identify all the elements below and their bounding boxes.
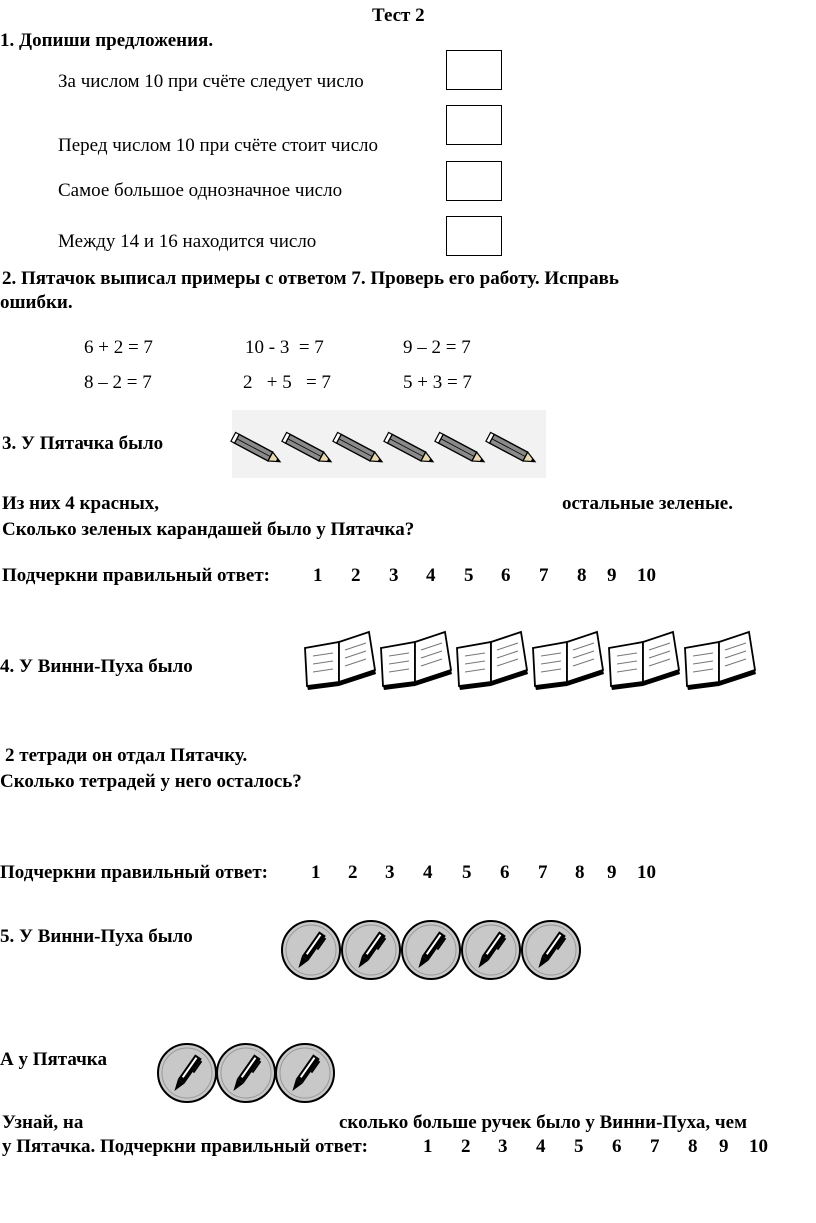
task3-answer-label: Подчеркни правильный ответ:	[2, 565, 270, 586]
pencil-icon	[485, 431, 537, 463]
answer-option-3[interactable]: 3	[389, 565, 399, 586]
answer-option-1[interactable]: 1	[423, 1136, 433, 1157]
answer-option-1[interactable]: 1	[313, 565, 323, 586]
task5-line2: у Пятачка. Подчеркни правильный ответ:	[2, 1136, 368, 1157]
task5-piglet-label: А у Пятачка	[0, 1049, 107, 1070]
pencil-icon	[434, 431, 486, 463]
task2-heading-cont: ошибки.	[0, 292, 73, 313]
open-notebook-icon	[532, 630, 605, 690]
task1-heading: 1. Допиши предложения.	[0, 30, 214, 51]
answer-box-2[interactable]	[446, 105, 502, 145]
example: 9 – 2 = 7	[403, 337, 471, 358]
task3-line-right: остальные зеленые.	[562, 493, 733, 514]
open-notebook-icon	[380, 630, 453, 690]
answer-option-9[interactable]: 9	[719, 1136, 729, 1157]
answer-option-8[interactable]: 8	[575, 862, 585, 883]
answer-option-5[interactable]: 5	[462, 862, 472, 883]
task1-sentence: За числом 10 при счёте следует число	[58, 71, 364, 92]
answer-option-4[interactable]: 4	[423, 862, 433, 883]
pencil-icon	[332, 431, 384, 463]
answer-option-10[interactable]: 10	[637, 862, 656, 883]
answer-option-7[interactable]: 7	[650, 1136, 660, 1157]
example: 6 + 2 = 7	[84, 337, 153, 358]
pencil-icon	[230, 431, 282, 463]
answer-option-2[interactable]: 2	[348, 862, 358, 883]
pen-coin-icon	[216, 1043, 276, 1103]
answer-option-6[interactable]: 6	[612, 1136, 622, 1157]
task3-heading: 3. У Пятачка было	[2, 433, 164, 454]
answer-option-7[interactable]: 7	[539, 565, 549, 586]
pen-coin-icon	[157, 1043, 217, 1103]
pencil-icon	[281, 431, 333, 463]
task4-line: 2 тетради он отдал Пятачку.	[5, 745, 248, 766]
answer-option-9[interactable]: 9	[607, 565, 617, 586]
answer-option-4[interactable]: 4	[536, 1136, 546, 1157]
task4-heading: 4. У Винни-Пуха было	[0, 656, 193, 677]
open-notebook-icon	[456, 630, 529, 690]
example: 5 + 3 = 7	[403, 372, 472, 393]
example: 10 - 3 = 7	[245, 337, 324, 358]
answer-option-10[interactable]: 10	[637, 565, 656, 586]
answer-option-9[interactable]: 9	[607, 862, 617, 883]
answer-option-7[interactable]: 7	[538, 862, 548, 883]
answer-option-3[interactable]: 3	[498, 1136, 508, 1157]
answer-box-4[interactable]	[446, 216, 502, 256]
answer-option-4[interactable]: 4	[426, 565, 436, 586]
pen-coin-icon	[275, 1043, 335, 1103]
task5-heading: 5. У Винни-Пуха было	[0, 926, 193, 947]
task4-question: Сколько тетрадей у него осталось?	[0, 771, 302, 792]
task2-heading: 2. Пятачок выписал примеры с ответом 7. …	[2, 268, 619, 289]
open-notebook-icon	[608, 630, 681, 690]
answer-option-8[interactable]: 8	[577, 565, 587, 586]
task3-question: Сколько зеленых карандашей было у Пятачк…	[2, 519, 415, 540]
example: 2 + 5 = 7	[243, 372, 331, 393]
answer-option-5[interactable]: 5	[574, 1136, 584, 1157]
answer-option-5[interactable]: 5	[464, 565, 474, 586]
open-notebook-icon	[304, 630, 377, 690]
pen-coin-icon	[281, 920, 341, 980]
answer-box-3[interactable]	[446, 161, 502, 201]
task1-sentence: Между 14 и 16 находится число	[58, 231, 317, 252]
open-notebook-icon	[684, 630, 757, 690]
task1-sentence: Самое большое однозначное число	[58, 180, 343, 201]
pen-coin-icon	[401, 920, 461, 980]
answer-option-2[interactable]: 2	[461, 1136, 471, 1157]
answer-box-1[interactable]	[446, 50, 502, 90]
answer-option-6[interactable]: 6	[500, 862, 510, 883]
task5-line-right: сколько больше ручек было у Винни-Пуха, …	[339, 1112, 748, 1133]
pencil-icon	[383, 431, 435, 463]
answer-option-8[interactable]: 8	[688, 1136, 698, 1157]
answer-option-6[interactable]: 6	[501, 565, 511, 586]
answer-option-1[interactable]: 1	[311, 862, 321, 883]
pen-coin-icon	[461, 920, 521, 980]
task1-sentence: Перед числом 10 при счёте стоит число	[58, 135, 379, 156]
answer-option-2[interactable]: 2	[351, 565, 361, 586]
pen-coin-icon	[521, 920, 581, 980]
task5-line-left: Узнай, на	[2, 1112, 84, 1133]
page-title: Тест 2	[372, 5, 425, 26]
example: 8 – 2 = 7	[84, 372, 152, 393]
task4-answer-label: Подчеркни правильный ответ:	[0, 862, 268, 883]
pen-coin-icon	[341, 920, 401, 980]
answer-option-3[interactable]: 3	[385, 862, 395, 883]
answer-option-10[interactable]: 10	[749, 1136, 768, 1157]
task3-line-left: Из них 4 красных,	[2, 493, 160, 514]
